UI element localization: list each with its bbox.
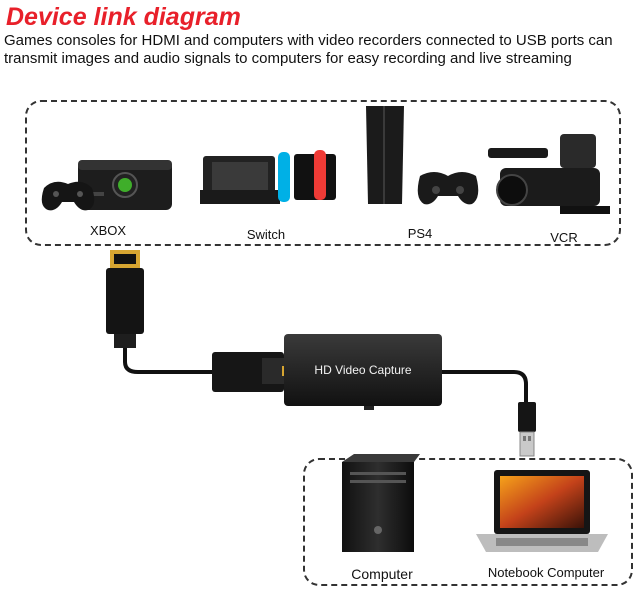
xbox-console-icon <box>78 160 172 210</box>
target-label-notebook: Notebook Computer <box>487 565 605 580</box>
diagram-title: Device link diagram <box>6 3 241 31</box>
usb-plug-icon <box>518 402 536 457</box>
capture-device-label: HD Video Capture <box>314 363 412 377</box>
left-joycon-icon <box>278 152 290 202</box>
xbox-logo-icon <box>118 178 132 192</box>
desktop-tower-icon <box>342 454 420 552</box>
right-joycon-icon <box>314 150 326 200</box>
target-label-computer: Computer <box>351 566 413 582</box>
switch-console-icon <box>200 150 336 204</box>
ps4-controller-icon <box>417 172 479 205</box>
target-devices-frame <box>303 458 633 586</box>
hdmi-plug-icon <box>106 250 144 348</box>
source-label-xbox: XBOX <box>89 223 127 238</box>
ps4-console-icon <box>366 106 404 204</box>
source-label-ps4: PS4 <box>407 226 433 241</box>
source-label-switch: Switch <box>246 227 286 242</box>
source-devices-frame <box>25 100 621 246</box>
camcorder-icon <box>488 134 610 214</box>
diagram-subtitle: Games consoles for HDMI and computers wi… <box>4 32 613 67</box>
laptop-icon <box>476 470 608 552</box>
xbox-controller-icon <box>41 181 95 211</box>
capture-device-icon <box>284 334 442 410</box>
hdmi-input-plug-icon <box>212 352 286 392</box>
source-label-vcr: VCR <box>550 230 578 245</box>
